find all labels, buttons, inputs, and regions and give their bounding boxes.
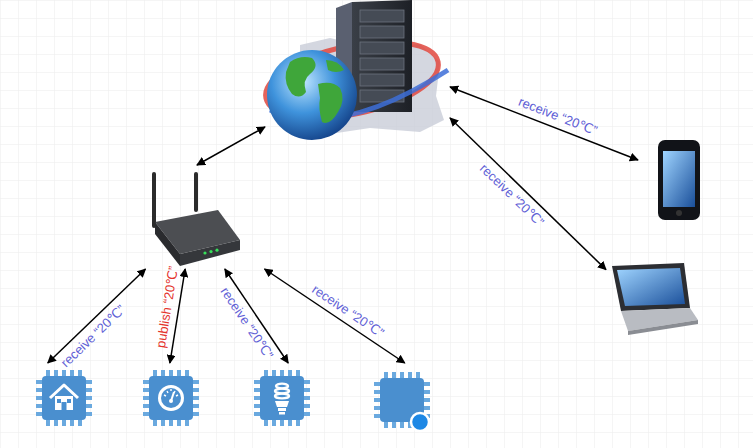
phone-icon [658,140,700,220]
connector-arrow [450,118,606,270]
connector-arrow [197,127,265,165]
status-dot [411,413,429,431]
chip-body [36,370,92,426]
phone-node [638,140,700,222]
chip-node [374,363,430,433]
chip-node [254,363,310,433]
connector-arrow [48,269,146,363]
server-node [265,0,450,135]
chip-node [143,363,199,433]
router-node [143,165,267,269]
chip-bodies [36,370,430,428]
chip-body [254,370,310,426]
connector-arrow [450,87,638,160]
server-globe-icon [259,0,448,140]
laptop-icon [612,263,698,335]
connector-arrow [265,269,405,363]
gauge-icon [158,385,184,411]
bulb-icon [275,384,289,415]
router-icon [152,172,240,266]
house-icon [50,385,78,410]
chip-node [36,363,92,433]
laptop-node [606,262,700,338]
chip-body [143,370,199,426]
